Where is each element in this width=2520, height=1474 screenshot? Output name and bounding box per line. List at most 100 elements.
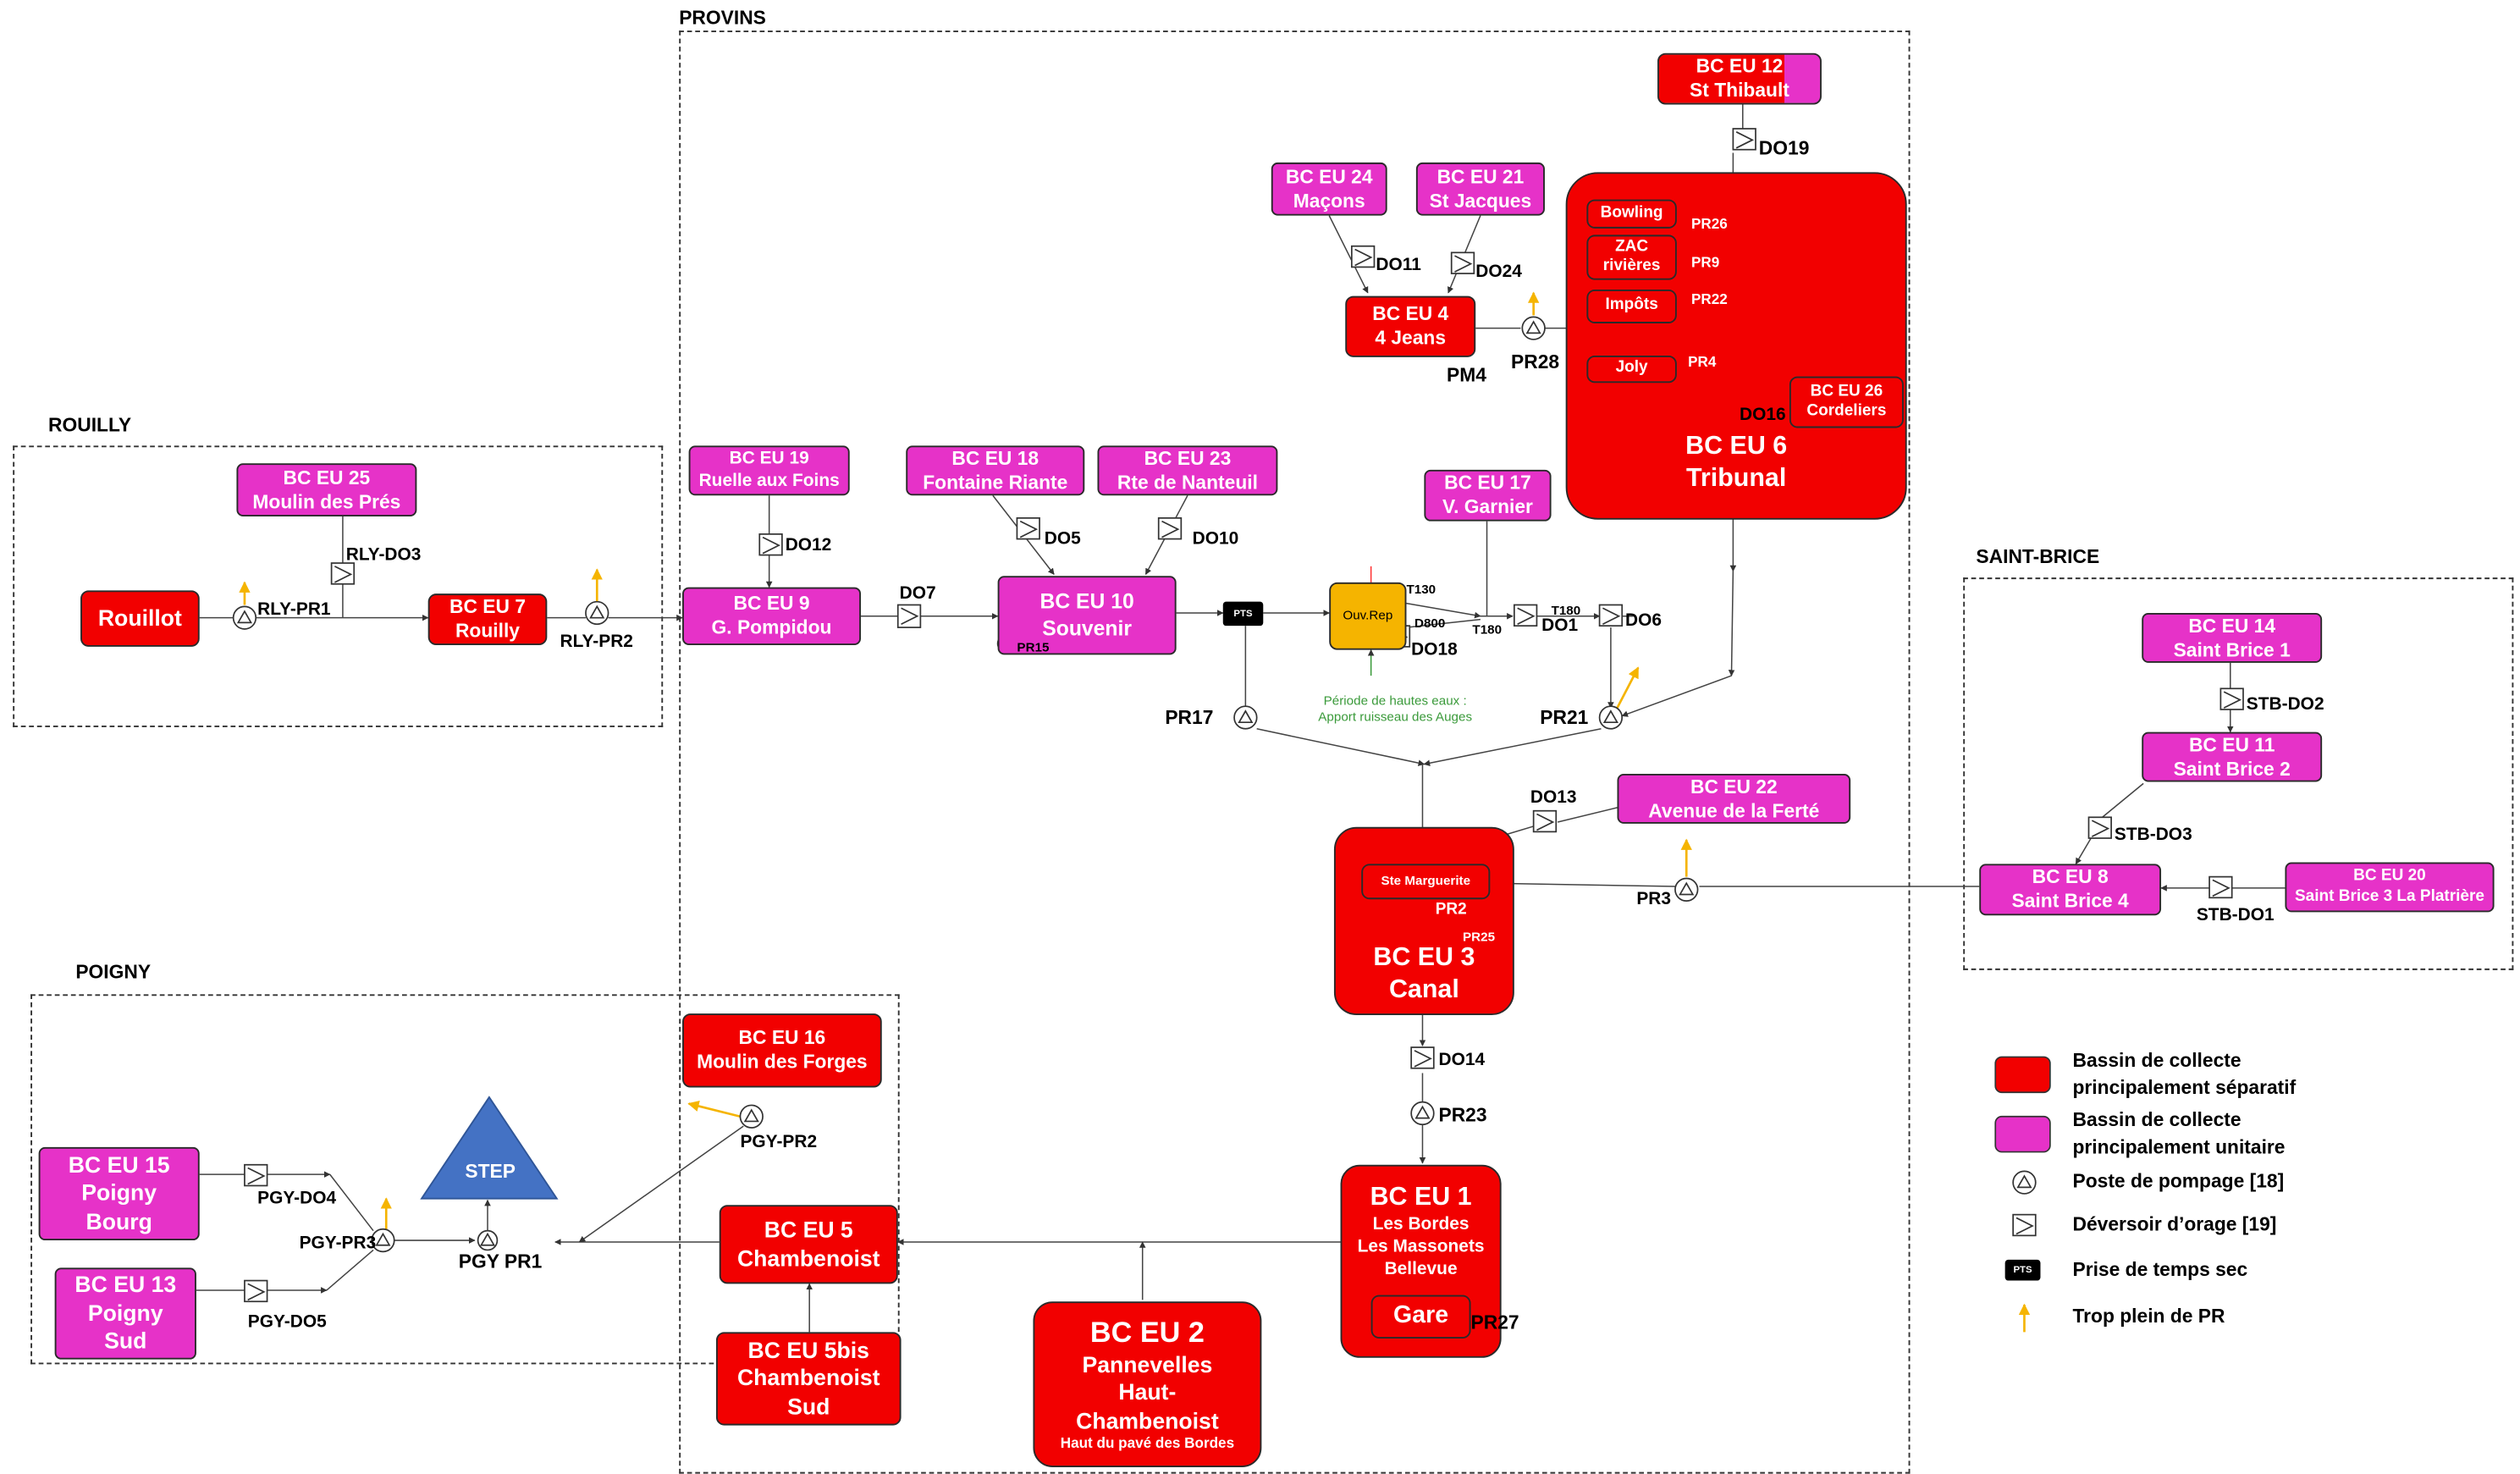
- ouvrage-repartition[interactable]: Ouv.Rep: [1329, 582, 1407, 650]
- label-do11: DO11: [1376, 256, 1421, 275]
- step-label: STEP: [465, 1160, 516, 1183]
- step-triangle: [420, 1096, 559, 1200]
- legend-pts-icon: PTS: [2004, 1259, 2041, 1281]
- label-pr21: PR21: [1540, 706, 1589, 729]
- weir-icon: [758, 533, 783, 556]
- label-stb-do1: STB-DO1: [2196, 905, 2275, 925]
- label-do10: DO10: [1192, 529, 1239, 549]
- sub-basin-joly[interactable]: Joly: [1586, 355, 1677, 384]
- zone-saint-brice: [1963, 577, 2514, 970]
- pump-icon: [2012, 1170, 2037, 1195]
- label-d800: D800: [1414, 616, 1446, 631]
- sub-basin-bowling[interactable]: Bowling: [1586, 199, 1677, 229]
- label-pgy-do4: PGY-DO4: [257, 1189, 337, 1209]
- pts-marker[interactable]: PTS: [1222, 601, 1264, 627]
- label-pr28: PR28: [1511, 351, 1560, 373]
- label-do18: DO18: [1411, 640, 1458, 660]
- label-pr26: PR26: [1690, 215, 1728, 232]
- basin-rouillot[interactable]: Rouillot: [80, 590, 200, 647]
- pump-icon: [371, 1228, 395, 1253]
- weir-icon: [1450, 251, 1475, 274]
- label-do6: DO6: [1625, 611, 1663, 631]
- label-pgy-pr3: PGY-PR3: [299, 1234, 377, 1254]
- zone-label-poigny: POIGNY: [75, 960, 152, 984]
- pump-icon: [477, 1229, 499, 1251]
- label-do19: DO19: [1758, 136, 1810, 160]
- weir-icon: [1016, 517, 1040, 540]
- weir-icon: [1732, 128, 1756, 151]
- label-do7: DO7: [899, 583, 936, 604]
- sub-basin-ste-marguerite[interactable]: Ste Marguerite: [1361, 864, 1491, 900]
- label-stb-do2: STB-DO2: [2246, 694, 2324, 715]
- basin-bc-eu-2[interactable]: BC EU 2 Pannevelles Haut- Chambenoist Ha…: [1033, 1301, 1262, 1467]
- zone-label-saint-brice: SAINT-BRICE: [1976, 545, 2100, 568]
- label-rly-pr1: RLY-PR1: [257, 599, 331, 620]
- weir-icon: [1350, 245, 1376, 268]
- legend-separatif: Bassin de collecte principalement sépara…: [2072, 1048, 2297, 1099]
- label-rly-do3: RLY-DO3: [345, 545, 422, 565]
- sub-basin-gare[interactable]: Gare: [1370, 1295, 1471, 1339]
- pump-icon: [1410, 1101, 1435, 1126]
- label-do1: DO1: [1541, 616, 1579, 636]
- label-do5: DO5: [1044, 529, 1081, 549]
- weir-icon: [1157, 517, 1183, 540]
- weir-icon: [1410, 1046, 1435, 1069]
- pump-icon: [1598, 705, 1624, 730]
- sub-basin-impots[interactable]: Impôts: [1586, 290, 1677, 323]
- pump-icon: [585, 600, 609, 626]
- weir-icon: [2208, 875, 2233, 899]
- basin-bc-eu-1[interactable]: BC EU 1 Les Bordes Les Massonets Bellevu…: [1340, 1164, 1502, 1358]
- label-t180-a: T180: [1472, 622, 1503, 638]
- label-pgy-pr2: PGY-PR2: [740, 1132, 818, 1152]
- legend-pts: Prise de temps sec: [2072, 1257, 2248, 1281]
- weir-icon: [1598, 604, 1624, 627]
- zone-label-provins: PROVINS: [679, 6, 766, 30]
- label-t180-b: T180: [1551, 603, 1581, 618]
- pump-icon: [1233, 705, 1258, 730]
- label-pm4: PM4: [1446, 363, 1486, 387]
- weir-icon: [244, 1163, 268, 1187]
- pump-icon: [1674, 877, 1699, 902]
- label-pr3: PR3: [1636, 889, 1672, 909]
- weir-icon: [1532, 809, 1558, 833]
- pump-icon: [1521, 316, 1546, 340]
- weir-icon: [2219, 687, 2244, 710]
- label-pgy-pr1: PGY PR1: [458, 1250, 543, 1273]
- label-pr27: PR27: [1470, 1311, 1519, 1334]
- legend-unitaire: Bassin de collecte principalement unitai…: [2072, 1108, 2286, 1158]
- pump-icon: [232, 605, 257, 630]
- label-do13: DO13: [1530, 788, 1577, 808]
- weir-icon: [2087, 816, 2112, 839]
- zone-label-rouilly: ROUILLY: [48, 413, 132, 436]
- high-water-note: Période de hautes eaux : Apport ruisseau…: [1318, 693, 1473, 725]
- label-do14: DO14: [1438, 1050, 1486, 1070]
- label-pr25: PR25: [1463, 930, 1496, 945]
